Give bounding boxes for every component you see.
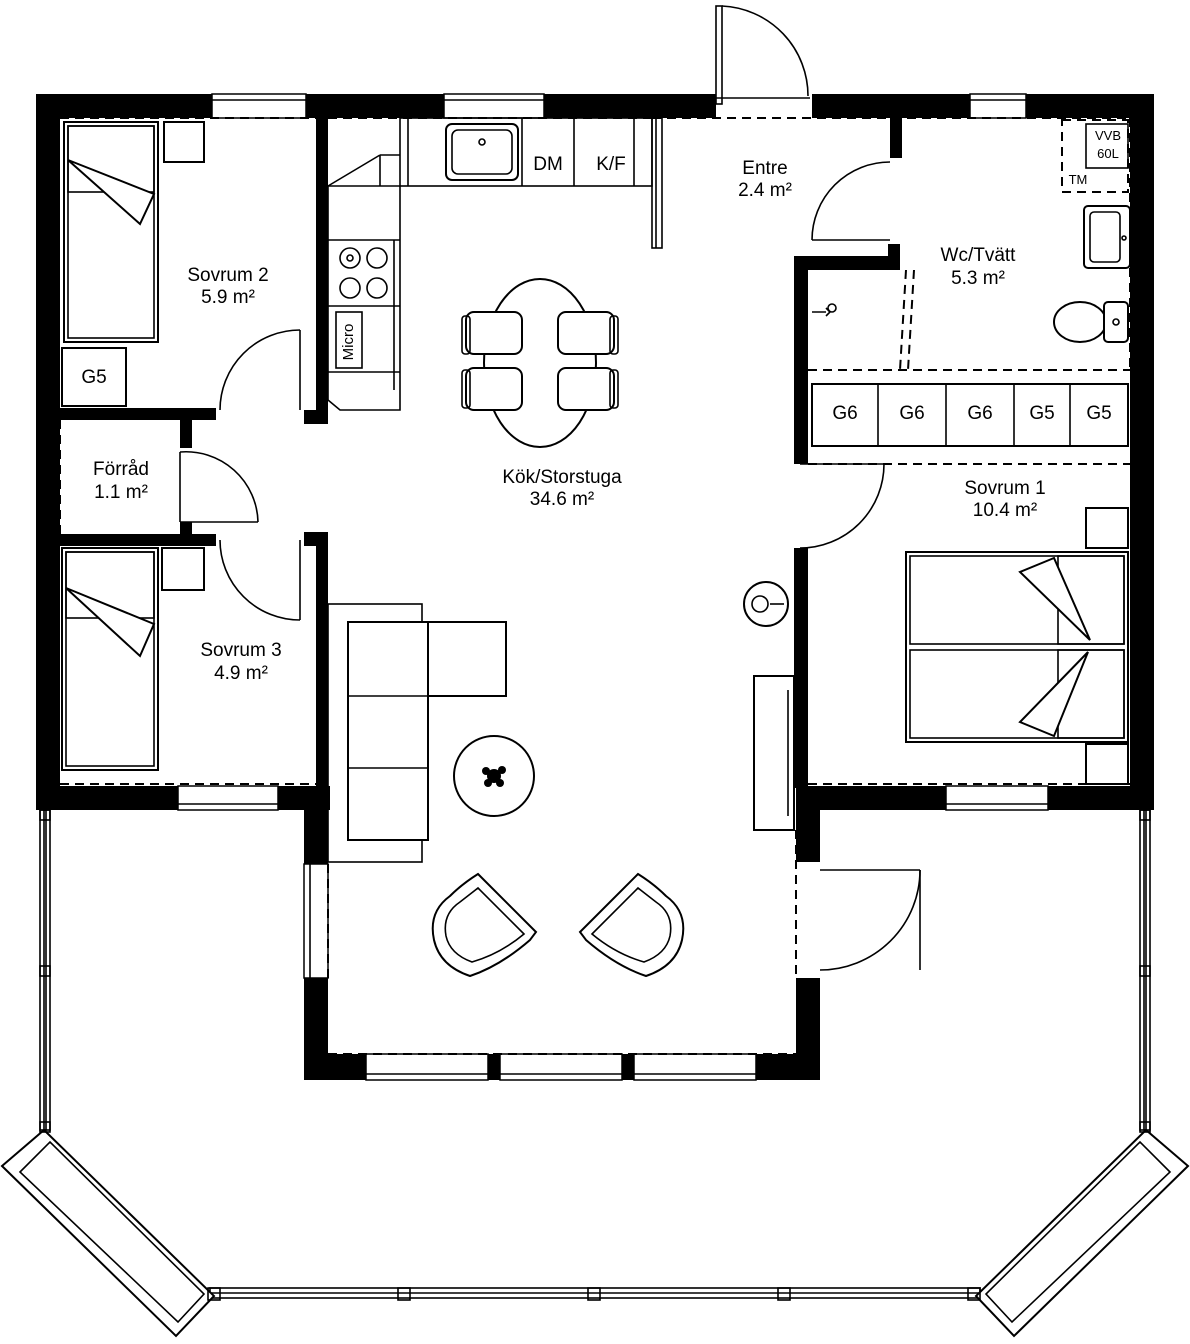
bathroom-fixtures — [812, 119, 1131, 343]
dashed-boundaries — [59, 117, 1131, 1055]
bed-sovrum3 — [61, 547, 205, 771]
coffee-table — [453, 735, 535, 817]
room-area-kok: 34.6 m² — [530, 489, 594, 510]
room-name-sovrum1: Sovrum 1 — [964, 478, 1045, 499]
wardrobe-label-5: G5 — [1086, 403, 1111, 424]
interior-doors — [179, 161, 921, 971]
armchairs — [431, 872, 685, 978]
room-area-wc: 5.3 m² — [951, 268, 1005, 289]
room-area-sovrum3: 4.9 m² — [214, 663, 268, 684]
fridge-label: K/F — [596, 154, 626, 175]
room-name-sovrum2: Sovrum 2 — [187, 265, 268, 286]
dishwasher-label: DM — [533, 154, 563, 175]
dining-table — [461, 278, 619, 448]
bed-sovrum2 — [63, 121, 205, 343]
micro-label: Micro — [340, 324, 357, 361]
kitchen — [327, 117, 663, 411]
wardrobe-label-1: G6 — [832, 403, 857, 424]
room-area-forrad: 1.1 m² — [94, 482, 148, 503]
entry-door — [715, 5, 810, 105]
windows — [177, 93, 1049, 1081]
water-heater-label-1: VVB — [1095, 128, 1121, 143]
wardrobe-label-4: G5 — [1029, 403, 1054, 424]
wardrobe-label-3: G6 — [967, 403, 992, 424]
room-name-forrad: Förråd — [93, 459, 149, 480]
room-name-entre: Entre — [742, 158, 787, 179]
room-name-sovrum3: Sovrum 3 — [200, 640, 281, 661]
terrace — [0, 809, 1190, 1338]
stove — [743, 581, 795, 831]
sofa — [327, 603, 507, 863]
interior-walls — [60, 118, 902, 800]
water-heater-label-2: 60L — [1097, 146, 1119, 161]
room-area-sovrum2: 5.9 m² — [201, 287, 255, 308]
room-name-wc: Wc/Tvätt — [941, 245, 1017, 266]
room-labels: Sovrum 2 5.9 m² Förråd 1.1 m² Sovrum 3 4… — [93, 158, 1046, 684]
wardrobes — [61, 347, 1129, 447]
room-name-kok: Kök/Storstuga — [502, 467, 622, 488]
wardrobe-label-sovrum2: G5 — [81, 367, 106, 388]
bed-sovrum1 — [905, 507, 1129, 785]
room-area-sovrum1: 10.4 m² — [973, 500, 1037, 521]
wardrobe-label-2: G6 — [899, 403, 924, 424]
dryer-label: TM — [1069, 172, 1088, 187]
room-area-entre: 2.4 m² — [738, 180, 792, 201]
exterior-walls — [36, 94, 1154, 1080]
